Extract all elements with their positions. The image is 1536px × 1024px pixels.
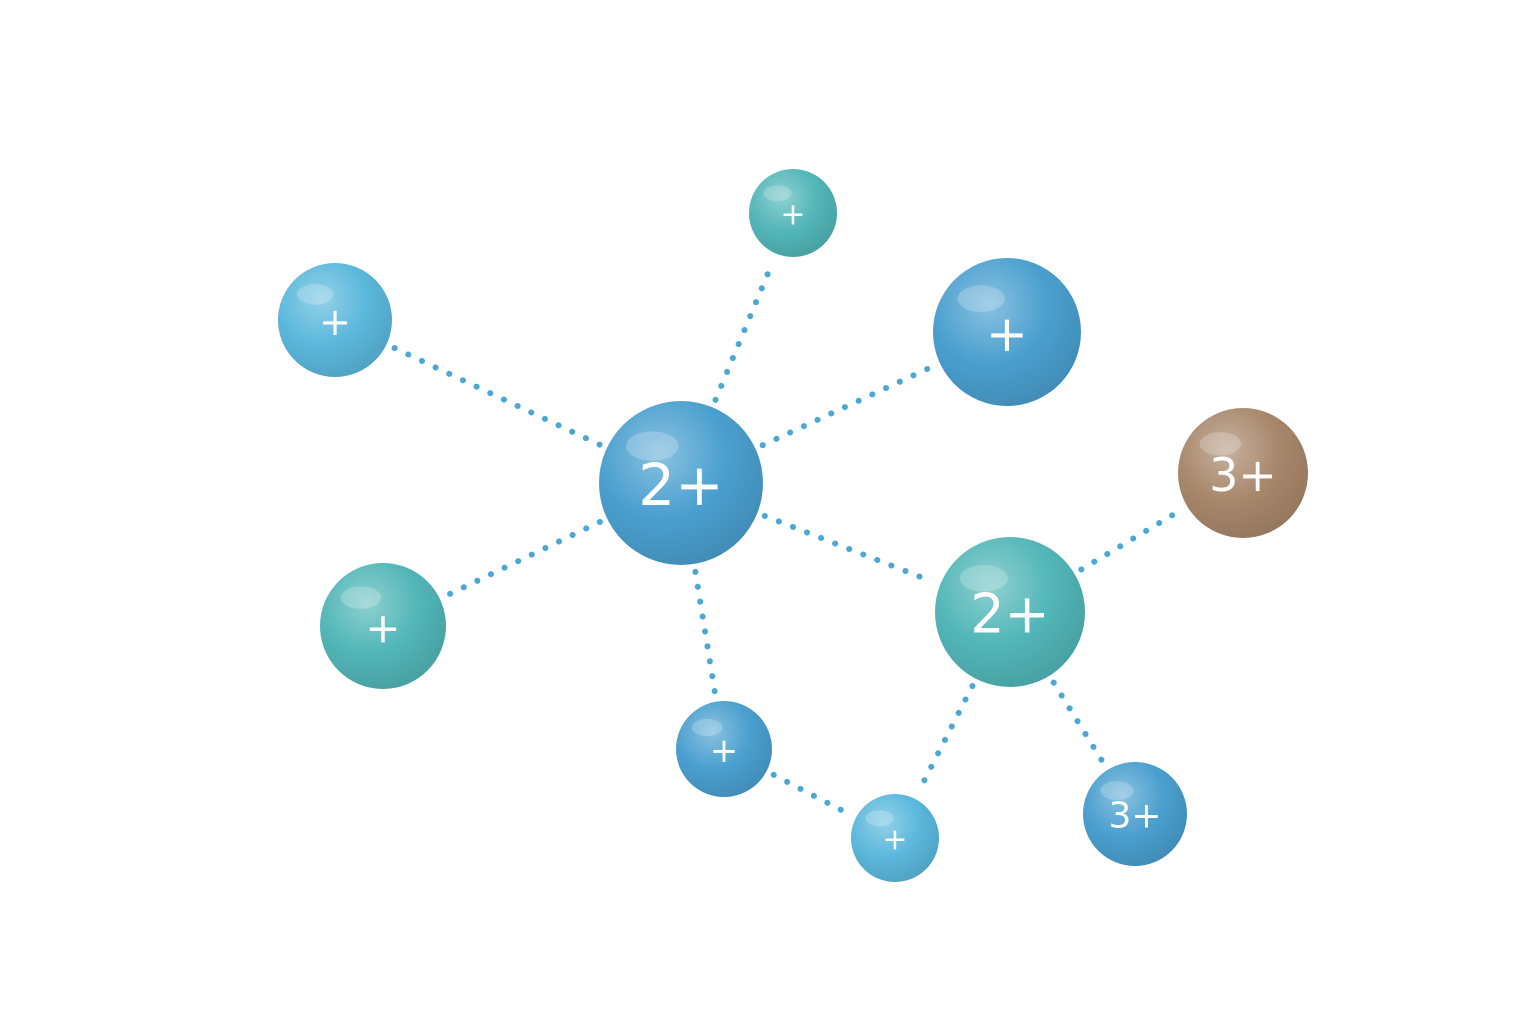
ion-center: 2+ [599, 401, 763, 565]
ion-bottom-left-sphere [676, 701, 772, 797]
ion-top-right: + [933, 258, 1081, 406]
ion-top-right-charge-label: + [986, 305, 1028, 363]
ion-left: + [320, 563, 446, 689]
bond-bottom-left-to-bottom-mid [770, 771, 852, 817]
ion-bottom-right-sphere [1083, 762, 1187, 866]
bond-center-to-top-left [390, 344, 603, 448]
ion-bottom-mid-sphere [851, 794, 939, 882]
ion-center-charge-label: 2+ [638, 451, 724, 519]
bonds-layer [390, 258, 1184, 817]
ion-bottom-right-highlight [1100, 781, 1134, 800]
ion-far-right-sphere [1178, 408, 1308, 538]
ion-top-right-highlight [957, 285, 1005, 313]
ion-bottom-mid-highlight [865, 810, 894, 827]
ion-right-mid-charge-label: 2+ [970, 583, 1050, 646]
bond-center-to-left [444, 518, 603, 599]
ion-left-charge-label: + [365, 604, 400, 653]
ion-bottom-right-charge-label: 3+ [1108, 796, 1161, 837]
ion-far-right-highlight [1199, 432, 1242, 456]
ion-center-sphere [599, 401, 763, 565]
ion-top-left-highlight [296, 284, 334, 305]
ion-center-highlight [626, 431, 679, 461]
bond-center-to-right-mid [761, 512, 936, 585]
bond-center-to-bottom-left [692, 568, 719, 697]
ion-top-left-charge-label: + [319, 300, 351, 344]
ion-bottom-mid: + [851, 794, 939, 882]
bond-center-to-top-right [759, 363, 936, 449]
bond-center-to-top [712, 258, 777, 403]
ion-bottom-left: + [676, 701, 772, 797]
ion-top-right-sphere [933, 258, 1081, 406]
bond-right-mid-to-bottom-right [1050, 679, 1107, 766]
ion-bottom-left-charge-label: + [710, 731, 739, 771]
ion-top-highlight [763, 185, 792, 202]
bond-right-mid-to-bottom-mid [915, 683, 976, 795]
ion-bottom-mid-charge-label: + [882, 823, 907, 858]
ion-bottom-right: 3+ [1083, 762, 1187, 866]
ion-right-mid-highlight [959, 564, 1008, 592]
ion-right-mid: 2+ [935, 537, 1085, 687]
bond-right-mid-to-far-right [1078, 507, 1184, 573]
ion-bottom-left-highlight [691, 718, 723, 737]
ion-top: + [749, 169, 837, 257]
ion-top-left: + [278, 263, 392, 377]
ions-layer: 2+ + + + +2+ 3+ + +3+ [278, 169, 1308, 882]
ion-far-right: 3+ [1178, 408, 1308, 538]
ion-top-sphere [749, 169, 837, 257]
ion-left-sphere [320, 563, 446, 689]
ion-right-mid-sphere [935, 537, 1085, 687]
ion-top-left-sphere [278, 263, 392, 377]
ion-far-right-charge-label: 3+ [1209, 448, 1277, 502]
ion-left-highlight [340, 586, 382, 609]
ion-top-charge-label: + [780, 198, 805, 233]
